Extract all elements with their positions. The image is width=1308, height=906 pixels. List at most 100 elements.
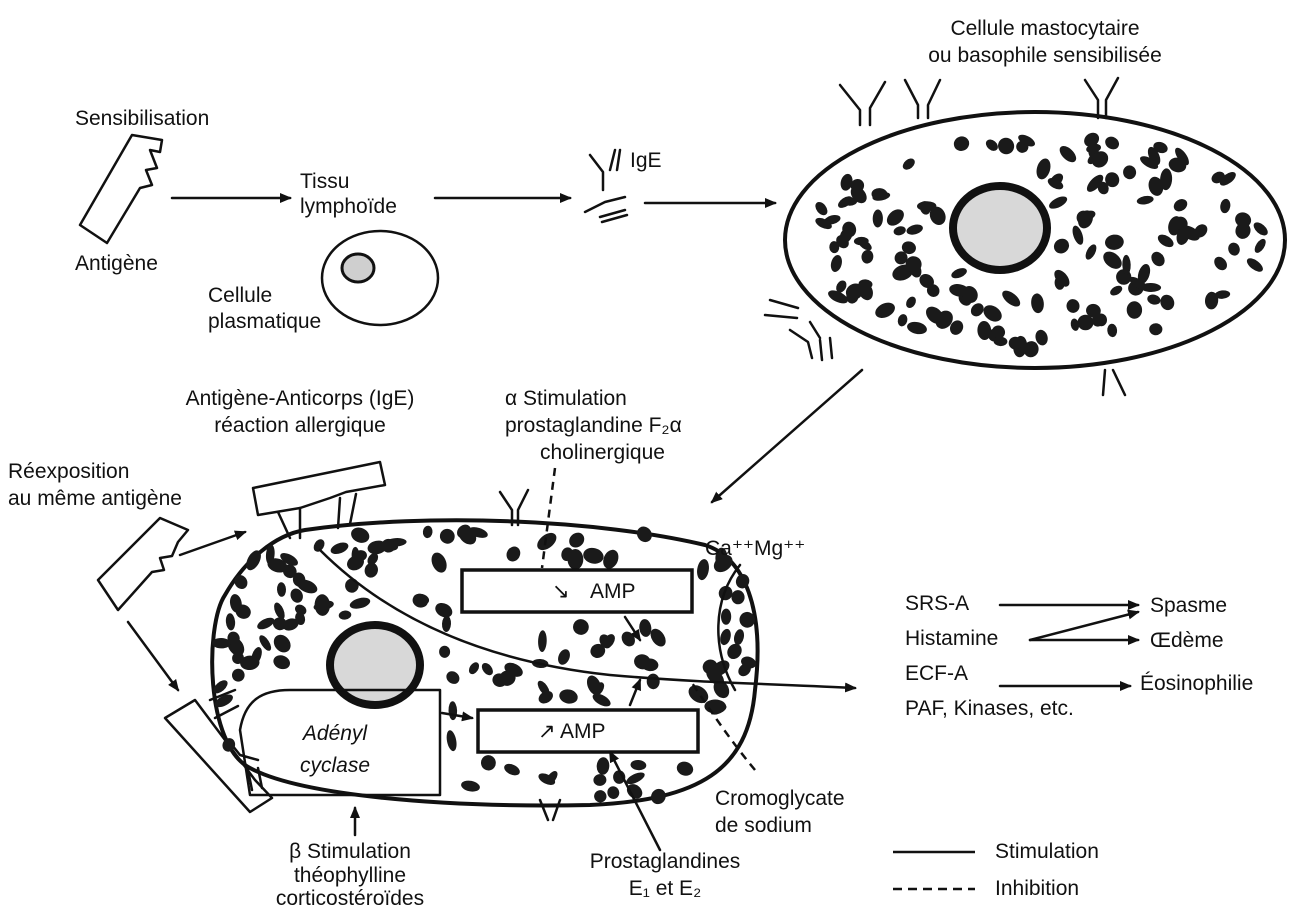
granule	[873, 209, 884, 227]
amp-bottom-label: AMP	[560, 720, 606, 743]
granule	[1233, 210, 1253, 230]
bound-antigen-top	[253, 462, 385, 515]
arrow-adenyl-to-amp	[442, 713, 472, 718]
granule	[724, 641, 744, 662]
granule	[648, 786, 668, 807]
reexposition-line1: Réexposition	[8, 460, 129, 483]
sensibilisation-label: Sensibilisation	[75, 107, 209, 130]
granule	[1122, 165, 1137, 180]
granule	[896, 313, 908, 327]
ige-antibodies	[585, 150, 627, 222]
arrow-mastcell-to-activation	[712, 370, 862, 502]
granule	[1083, 243, 1098, 262]
cellule-plasmatique-line1: Cellule	[208, 284, 272, 307]
granule	[1126, 301, 1142, 319]
granule	[338, 610, 352, 621]
ag-ac-label-line2: réaction allergique	[214, 414, 386, 437]
prostaglandins-line2: E₁ et E₂	[629, 877, 701, 900]
granule	[502, 762, 521, 778]
granule	[630, 759, 647, 771]
granule	[442, 615, 452, 632]
arrow-amp-internal-2	[630, 680, 640, 705]
granule	[995, 135, 1016, 157]
arrow-histamine-to-spasme	[1030, 612, 1138, 640]
granule	[363, 561, 380, 579]
granule	[1030, 293, 1045, 314]
tissu-label-line2: lymphoïde	[300, 195, 397, 218]
granule	[270, 631, 294, 655]
granule	[1146, 293, 1161, 306]
mastcell-title-line1: Cellule mastocytaire	[950, 17, 1139, 40]
mastcell-receptors	[765, 78, 1125, 395]
granule	[480, 754, 497, 772]
granule	[329, 540, 350, 556]
granule	[467, 660, 481, 676]
granule	[558, 688, 579, 706]
mediator-histamine: Histamine	[905, 627, 998, 650]
granule	[901, 156, 917, 172]
granule	[884, 206, 907, 229]
granule	[646, 673, 660, 689]
granule	[893, 225, 907, 237]
adenyl-cyclase-line2: cyclase	[300, 754, 370, 777]
granule	[437, 526, 458, 547]
granule	[1034, 157, 1053, 181]
granule	[625, 770, 647, 786]
granule	[480, 661, 496, 677]
granule	[1245, 256, 1266, 275]
effect-spasme: Spasme	[1150, 594, 1227, 617]
ige-label: IgE	[630, 149, 662, 172]
tissu-label-line1: Tissu	[300, 170, 349, 193]
granule	[999, 288, 1022, 310]
effect-oedeme: Œdème	[1150, 629, 1224, 652]
granule	[596, 757, 610, 775]
antigen-shape	[80, 135, 162, 243]
alpha-stimulation-line2: prostaglandine F₂α	[505, 414, 682, 437]
granule	[721, 609, 731, 625]
beta-stimulation-line1: β Stimulation	[289, 840, 411, 863]
granule	[1057, 143, 1079, 165]
granule	[460, 779, 481, 793]
bound-receptors-top	[278, 494, 356, 538]
granule	[1149, 323, 1163, 336]
granule	[1047, 194, 1069, 211]
granule	[1219, 198, 1231, 214]
mediator-ecf-a: ECF-A	[905, 662, 968, 685]
granule	[582, 546, 606, 566]
granule	[349, 525, 372, 546]
granule	[311, 537, 326, 553]
granule	[638, 618, 652, 637]
mastcell-title-line2: ou basophile sensibilisée	[928, 44, 1162, 67]
alpha-inhibition-dash	[542, 468, 555, 568]
granule	[445, 729, 458, 752]
granule	[906, 320, 928, 336]
mediator-paf-kinases: PAF, Kinases, etc.	[905, 697, 1074, 720]
granule	[411, 592, 430, 610]
beta-stimulation-line2: théophylline	[294, 864, 406, 887]
alpha-stimulation-line3: cholinergique	[540, 441, 665, 464]
granule	[696, 558, 711, 581]
plasma-cell	[322, 231, 438, 325]
granule	[904, 295, 918, 310]
granule	[444, 669, 462, 687]
alpha-stimulation-line1: α Stimulation	[505, 387, 627, 410]
cromoglycate-line1: Cromoglycate	[715, 787, 845, 810]
mastcell-nucleus	[953, 186, 1047, 270]
granule	[829, 254, 843, 273]
granule	[1252, 237, 1267, 255]
granule	[1212, 254, 1230, 273]
granule	[950, 266, 969, 280]
granule	[860, 249, 874, 264]
antigene-label: Antigène	[75, 252, 158, 275]
granule	[600, 547, 621, 571]
granule	[271, 653, 292, 672]
granule	[433, 600, 455, 620]
granule	[731, 590, 745, 605]
granule	[422, 525, 433, 538]
granule	[718, 628, 732, 647]
granule	[675, 760, 695, 778]
plasma-cell-nucleus	[342, 254, 374, 282]
beta-stimulation-line3: corticostéroïdes	[276, 887, 424, 906]
reexposure-antigen	[98, 518, 188, 610]
